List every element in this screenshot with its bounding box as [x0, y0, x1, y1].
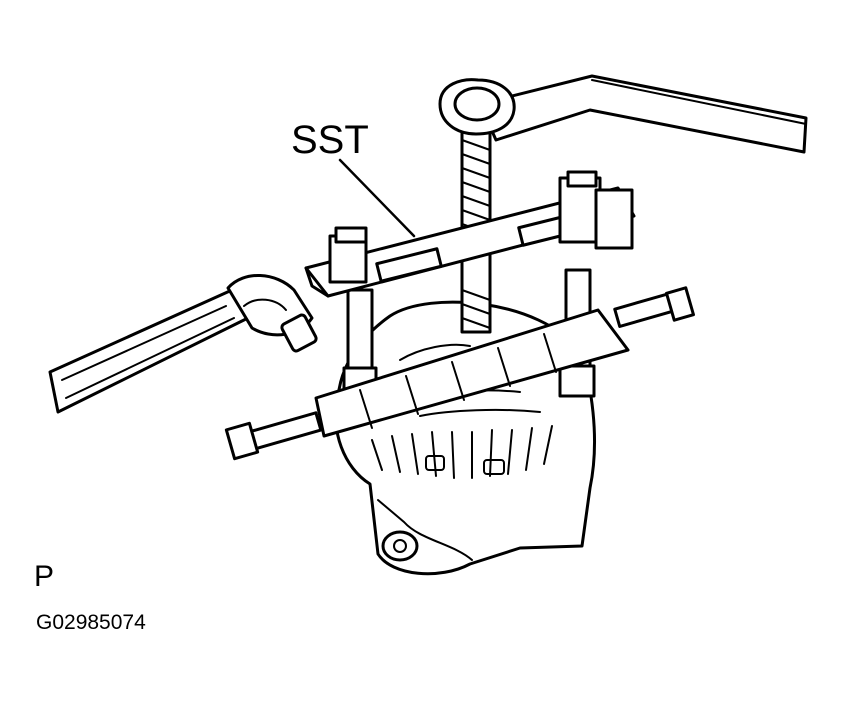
sst-callout-label: SST	[291, 118, 369, 162]
arm-nut-right	[558, 170, 634, 250]
view-label: P	[34, 560, 55, 593]
figure-id: G02985074	[36, 611, 146, 634]
clamp-bolt-left	[224, 411, 323, 461]
puller-crossbar	[304, 186, 636, 298]
clamp-bar	[314, 308, 630, 438]
adjustable-wrench	[48, 274, 318, 414]
box-wrench	[478, 74, 808, 154]
sst-leader-line	[338, 158, 416, 238]
arm-nut-left	[328, 226, 368, 284]
clamp-bolt-right	[613, 286, 695, 328]
wrench-box-end	[438, 78, 516, 136]
